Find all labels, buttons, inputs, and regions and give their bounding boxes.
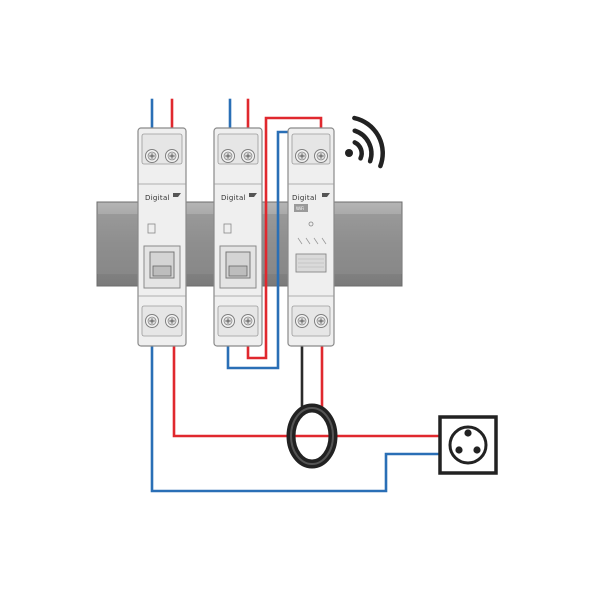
terminal-screw-icon: [165, 149, 179, 163]
meter-badge: [294, 204, 308, 212]
meter-brand-label: Digital: [292, 194, 317, 202]
breaker1-brand-label: Digital: [145, 194, 170, 202]
brand-mark-icon: [173, 193, 181, 197]
wifi-energy-meter: Digital WiFi: [287, 127, 335, 347]
terminal-screw-icon: [241, 314, 255, 328]
terminal-screw-icon: [221, 314, 235, 328]
circuit-breaker-2: Digital: [213, 127, 263, 347]
power-socket-icon: [438, 415, 498, 475]
breaker2-brand-label: Digital: [221, 194, 246, 202]
brand-mark-icon: [249, 193, 257, 197]
terminal-screw-icon: [314, 314, 328, 328]
terminal-screw-icon: [145, 314, 159, 328]
breaker1-toggle[interactable]: [152, 265, 172, 277]
socket-neutral-line: [150, 328, 442, 493]
terminal-screw-icon: [295, 149, 309, 163]
terminal-screw-icon: [165, 314, 179, 328]
meter-badge-label: WiFi: [296, 206, 304, 211]
status-led-icon: [308, 221, 314, 227]
terminal-screw-icon: [241, 149, 255, 163]
circuit-breaker-1: Digital: [137, 127, 187, 347]
brand-mark-icon: [322, 193, 330, 197]
breaker2-toggle[interactable]: [228, 265, 248, 277]
current-sensor-ring: [286, 403, 338, 469]
socket-phase-line: [172, 328, 442, 438]
meter-phase-supply: [246, 116, 323, 360]
terminal-screw-icon: [145, 149, 159, 163]
terminal-screw-icon: [221, 149, 235, 163]
terminal-screw-icon: [314, 149, 328, 163]
terminal-screw-icon: [295, 314, 309, 328]
wifi-signal-icon: [345, 115, 385, 169]
